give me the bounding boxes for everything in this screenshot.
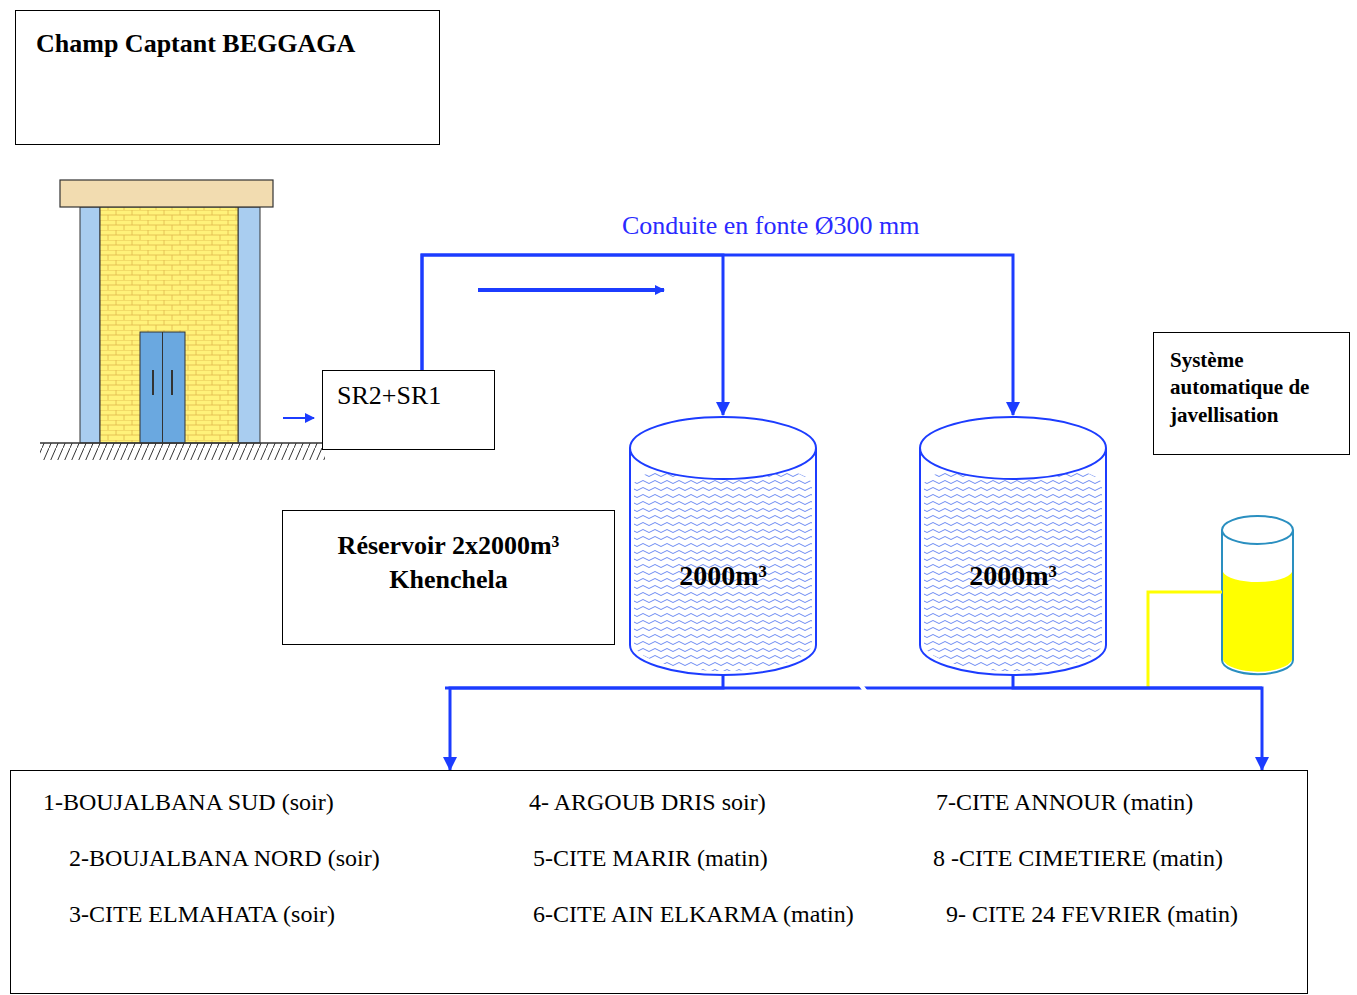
pipe-connector <box>1013 675 1262 770</box>
inflow-arrow <box>283 417 314 419</box>
pipe-gap <box>860 684 866 692</box>
chlorine-tank <box>1148 516 1293 688</box>
pipe-connector <box>422 255 723 415</box>
pumping-station <box>40 180 325 460</box>
chlorination-box: Système automatique de javellisation <box>1153 332 1350 455</box>
district-item: 2-BOUJALBANA NORD (soir) <box>69 845 380 872</box>
pipe-label: Conduite en fonte Ø300 mm <box>622 212 920 241</box>
district-list-box: 1-BOUJALBANA SUD (soir) 2-BOUJALBANA NORD… <box>10 770 1308 994</box>
district-item: 8 -CITE CIMETIERE (matin) <box>933 845 1223 872</box>
box-label: Champ Captant BEGGAGA <box>36 27 419 61</box>
box-label: Système automatique de javellisation <box>1170 347 1333 429</box>
box-label: SR2+SR1 <box>337 379 480 413</box>
flow-direction-arrow <box>478 288 664 292</box>
district-item: 7-CITE ANNOUR (matin) <box>936 789 1193 816</box>
station-box: SR2+SR1 <box>322 370 495 450</box>
district-item: 9- CITE 24 FEVRIER (matin) <box>946 901 1238 928</box>
box-label: Réservoir 2x2000m³ Khenchela <box>297 529 600 597</box>
reservoir-label-box: Réservoir 2x2000m³ Khenchela <box>282 510 615 645</box>
tank-capacity: 2000m³ <box>628 560 818 592</box>
district-item: 1-BOUJALBANA SUD (soir) <box>43 789 334 816</box>
pipe-connector <box>422 255 1013 415</box>
source-box: Champ Captant BEGGAGA <box>15 10 440 145</box>
pipe-connector <box>450 675 723 770</box>
tank-outline <box>918 415 1108 677</box>
water-tank: 2000m³ <box>918 415 1108 677</box>
district-item: 4- ARGOUB DRIS soir) <box>529 789 766 816</box>
district-item: 5-CITE MARIR (matin) <box>533 845 768 872</box>
district-item: 6-CITE AIN ELKARMA (matin) <box>533 901 854 928</box>
water-tank: 2000m³ <box>628 415 818 677</box>
tank-outline <box>628 415 818 677</box>
district-item: 3-CITE ELMAHATA (soir) <box>69 901 335 928</box>
tank-capacity: 2000m³ <box>918 560 1108 592</box>
